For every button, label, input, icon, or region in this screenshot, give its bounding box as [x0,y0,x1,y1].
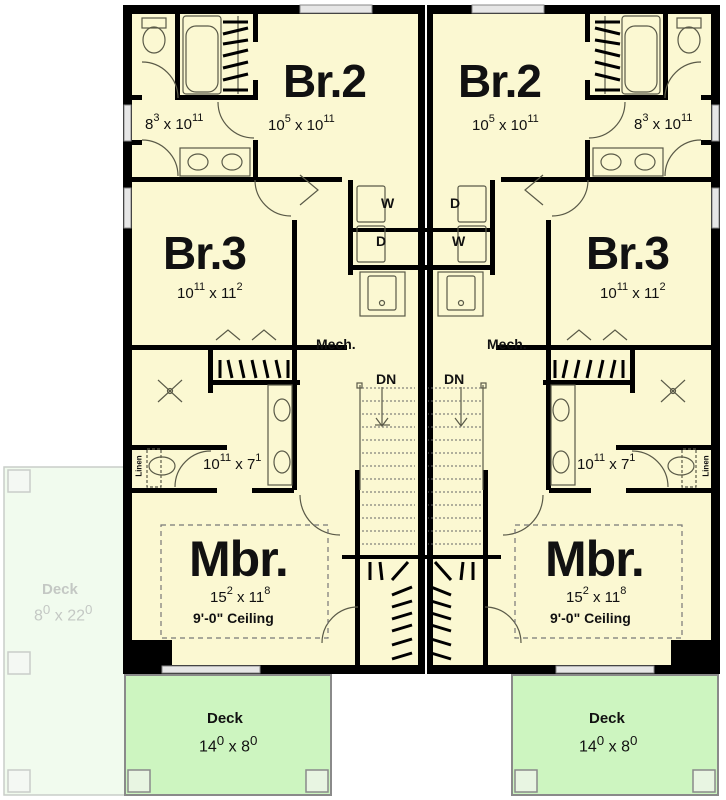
stair-treads-left [362,387,415,545]
mech-label-right: Mech. [487,336,527,352]
room-dim-mbr-left: 152 x 118 [210,585,271,606]
room-dim-mbr-right: 152 x 118 [566,585,627,606]
windows [123,4,720,674]
room-dim-bath-right: 83 x 1011 [634,112,693,133]
deck-dim-left: 140 x 80 [199,733,258,756]
washer-label-left: W [381,195,395,211]
dryer-label-right: D [450,195,461,211]
interior-walls-right [425,14,711,665]
deck-dim-right: 140 x 80 [579,733,638,756]
room-label-br3-right: Br.3 [586,227,670,279]
washer-label-right: W [452,233,466,249]
ceiling-height-right: 9'-0" Ceiling [550,610,631,626]
closet-hangers-left [218,20,413,661]
side-deck [3,466,127,796]
room-dim-br3-right: 1011 x 112 [600,281,666,302]
exterior-walls [123,5,720,674]
ceiling-height-left: 9'-0" Ceiling [193,610,274,626]
dryer-label-left: D [376,233,387,249]
room-dim-br2-left: 105 x 1011 [268,113,335,134]
deck-left [124,674,332,796]
deck-label-right: Deck [589,710,625,727]
deck-right [511,674,719,796]
room-dim-br2-right: 105 x 1011 [472,113,539,134]
room-dim-master-bath-right: 1011 x 71 [577,452,636,473]
room-dim-master-bath-left: 1011 x 71 [203,452,262,473]
room-label-br3-left: Br.3 [163,227,247,279]
side-deck-label: Deck [42,581,78,598]
stairs-dn-label-left: DN [376,371,397,387]
room-dim-bath-left: 83 x 1011 [145,112,204,133]
linen-label-right: Linen [701,455,711,477]
deck-label-left: Deck [207,710,243,727]
room-dim-br3-left: 1011 x 112 [177,281,243,302]
fixtures-left [141,15,406,644]
mech-label-left: Mech. [316,336,356,352]
side-deck-dim: 80 x 220 [34,602,93,625]
room-label-br2-right: Br.2 [458,55,542,107]
room-label-mbr-right: Mbr. [545,531,645,587]
room-label-br2-left: Br.2 [283,55,367,107]
stairs-dn-label-right: DN [444,371,465,387]
fixtures-right [428,15,702,661]
linen-label-left: Linen [134,455,144,477]
room-label-mbr-left: Mbr. [189,531,289,587]
